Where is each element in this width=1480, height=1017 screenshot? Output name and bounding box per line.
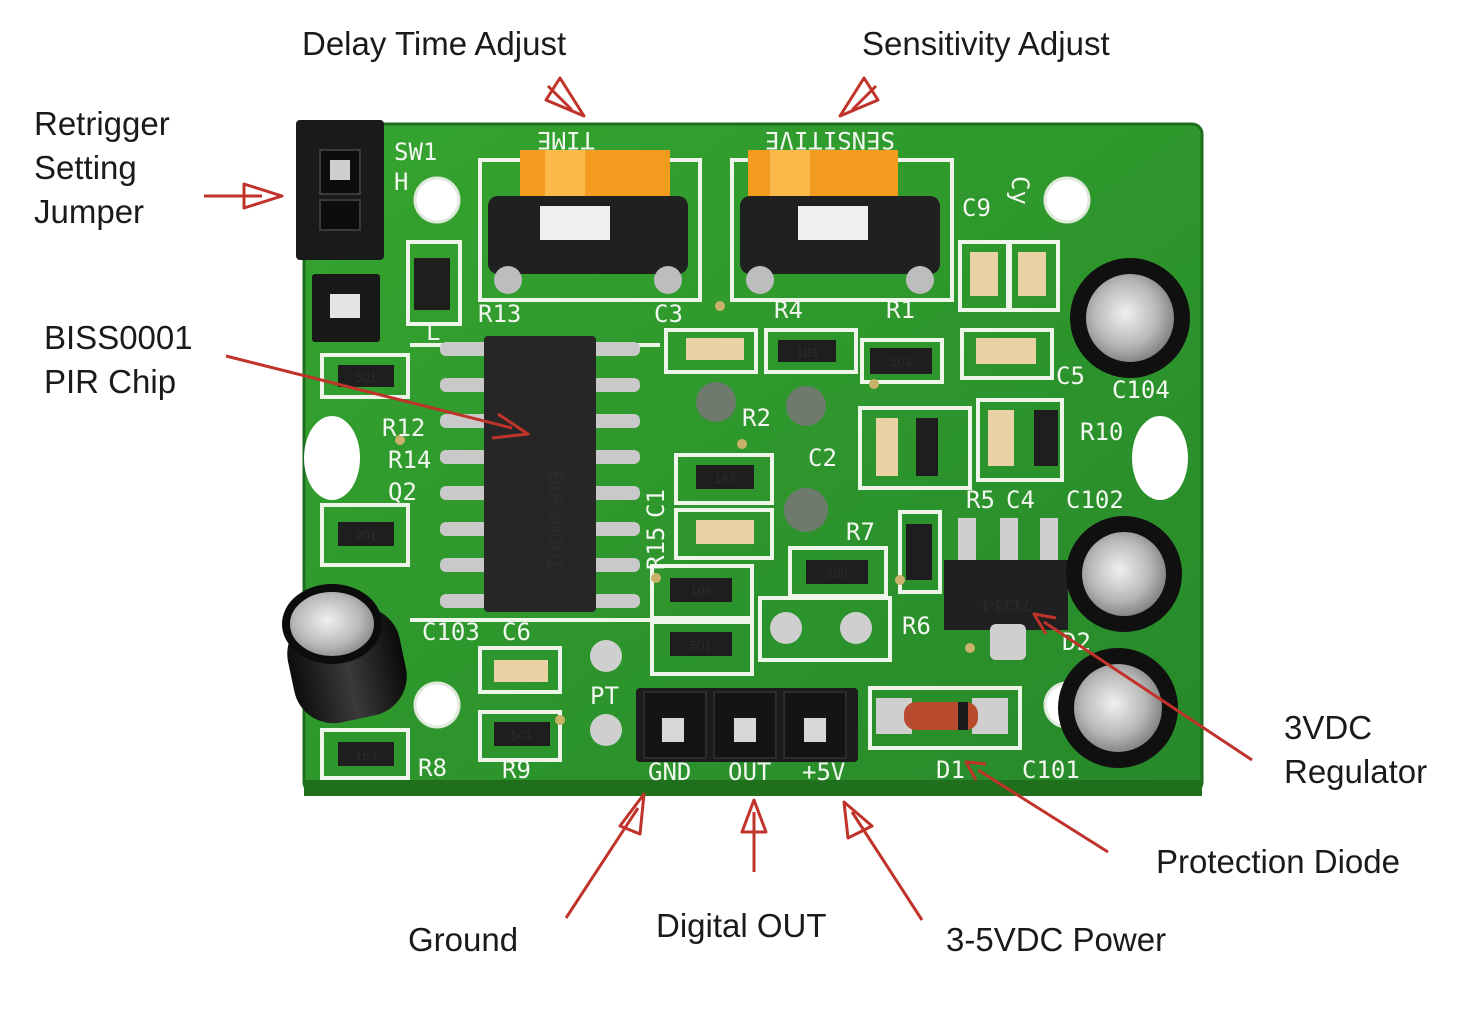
silk-c3: C3 [654, 300, 683, 328]
silk-c103: C103 [422, 618, 480, 646]
3vdc-regulator: 7133-1 [944, 518, 1068, 660]
silk-r6: R6 [902, 612, 931, 640]
silk-pt: PT [590, 682, 619, 710]
label-delay-time-adjust: Delay Time Adjust [302, 25, 567, 62]
label-protection-diode: Protection Diode [1156, 843, 1400, 880]
silk-plus5v: +5V [802, 758, 845, 786]
resistor-mark: 201 [355, 528, 377, 543]
biss0001-chip: BISS0001 [440, 336, 640, 612]
silk-time: TIME [537, 126, 595, 154]
label-digital-out: Digital OUT [656, 907, 827, 944]
arrow-retrigger [204, 182, 284, 210]
silk-c9: C9 [962, 194, 991, 222]
label-regulator-line1: 3VDC [1284, 709, 1373, 746]
silk-r9: R9 [502, 756, 531, 784]
silk-out: OUT [728, 758, 771, 786]
mounting-hole [413, 176, 461, 224]
silk-c101: C101 [1022, 756, 1080, 784]
silk-q2: Q2 [388, 478, 417, 506]
silk-c1: C1 [642, 489, 670, 518]
silk-r10: R10 [1080, 418, 1123, 446]
label-regulator: 3VDC Regulator [1284, 706, 1427, 794]
resistor-mark: 105 [690, 584, 712, 599]
arrow-diode [964, 760, 1109, 854]
silk-c102: C102 [1066, 486, 1124, 514]
silk-r8: R8 [418, 754, 447, 782]
silk-c6: C6 [502, 618, 531, 646]
label-regulator-line2: Regulator [1284, 753, 1428, 790]
label-pir-chip-line2: PIR Chip [44, 363, 177, 400]
silkscreen-outlines [320, 158, 1064, 780]
silk-sw1: SW1 [394, 138, 437, 166]
sensitivity-pot [740, 150, 940, 294]
resistor-mark: 501 [511, 728, 533, 743]
resistor-mark: 183 [796, 345, 818, 360]
arrow-pir-chip [225, 354, 530, 440]
label-retrigger-line2: Setting [34, 149, 137, 186]
protection-diode [876, 698, 1008, 734]
label-pir-chip-line1: BISS0001 [44, 319, 193, 356]
silk-r5: R5 [966, 486, 995, 514]
mounting-hole [1043, 176, 1091, 224]
label-pir-chip: BISS0001 PIR Chip [44, 316, 193, 404]
silk-gnd: GND [648, 758, 691, 786]
silk-h: H [394, 168, 408, 196]
silkscreen-labels: TIME SENSITIVE SW1 H L Cy C9 R13 C3 R4 R… [382, 126, 1170, 786]
silk-r1: R1 [886, 296, 915, 324]
arrow-delay-time [544, 76, 586, 118]
silk-r13: R13 [478, 300, 521, 328]
silk-r2: R2 [742, 404, 771, 432]
silk-l: L [426, 318, 440, 346]
callout-arrows [204, 76, 1253, 921]
delay-time-pot [488, 150, 688, 294]
arrow-sensitivity [838, 76, 880, 118]
label-retrigger-line3: Jumper [34, 193, 145, 230]
silk-c5: C5 [1056, 362, 1085, 390]
capacitor-c101 [1058, 648, 1178, 768]
silk-c4: C4 [1006, 486, 1035, 514]
regulator-marking: 7133-1 [981, 596, 1031, 613]
silk-c2: C2 [808, 444, 837, 472]
arrow-digital-out [740, 798, 768, 872]
silk-cy: Cy [1006, 176, 1034, 205]
arrow-regulator [1032, 612, 1253, 762]
smd-components: 501 183 103 183 201 105 501 289 501 183 [338, 252, 1058, 766]
side-notch [304, 416, 360, 500]
label-ground: Ground [408, 921, 519, 958]
resistor-mark: 183 [714, 471, 736, 486]
pt-pads [590, 612, 872, 746]
label-retrigger-line1: Retrigger [34, 105, 170, 142]
label-sensitivity-adjust: Sensitivity Adjust [862, 25, 1110, 62]
silk-c104: C104 [1112, 376, 1170, 404]
silk-d1: D1 [936, 756, 965, 784]
resistor-mark: 501 [355, 370, 377, 385]
resistor-mark: 103 [890, 354, 912, 369]
silk-r15: R15 [642, 527, 670, 570]
silk-r7: R7 [846, 518, 875, 546]
capacitor-c104 [1070, 258, 1190, 378]
chip-marking: BISS0001 [543, 470, 568, 569]
side-notch [1132, 416, 1188, 500]
label-retrigger-jumper: Retrigger Setting Jumper [34, 102, 170, 234]
silk-r12: R12 [382, 414, 425, 442]
output-header [636, 688, 858, 762]
resistor-mark: 501 [690, 638, 712, 653]
arrow-ground [564, 792, 646, 919]
arrow-power [842, 800, 924, 921]
resistor-mark: 289 [826, 566, 848, 581]
retrigger-jumper [296, 120, 384, 342]
silk-r4: R4 [774, 296, 803, 324]
mounting-hole [413, 681, 461, 729]
capacitor-c102 [1066, 516, 1182, 632]
resistor-mark: 183 [355, 748, 377, 763]
silk-r14: R14 [388, 446, 431, 474]
vias [395, 301, 975, 725]
silk-sensitive: SENSITIVE [765, 126, 895, 154]
capacitor-c103 [282, 584, 407, 724]
label-power: 3-5VDC Power [946, 921, 1167, 958]
